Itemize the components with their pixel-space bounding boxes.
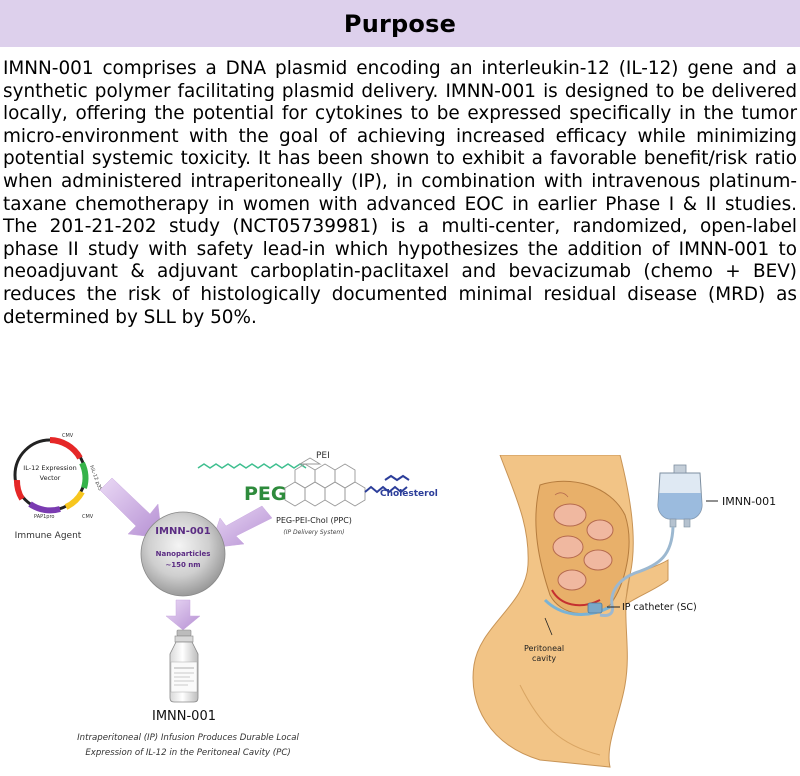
- arrow-np-to-vial: [165, 599, 201, 631]
- catheter-label: IP catheter (SC): [622, 602, 697, 613]
- nanoparticle-title: IMNN-001: [155, 526, 210, 537]
- plasmid-label-cmv-1: CMV: [62, 433, 74, 439]
- iv-tubing: [599, 526, 675, 617]
- ppc-polymer: PEI PEG Cholesterol PEG-PEI-Chol (PPC) (…: [197, 451, 438, 536]
- purpose-header: Purpose: [0, 0, 800, 47]
- nanoparticle-line1: Nanoparticles: [156, 550, 211, 558]
- caption-line2: Expression of IL-12 in the Peritoneal Ca…: [85, 748, 290, 758]
- imnn-vial: [169, 629, 199, 703]
- ppc-label: PEG-PEI-Chol (PPC): [276, 516, 352, 525]
- cavity-label-line1: Peritoneal: [524, 644, 564, 653]
- plasmid-vector: IL-12 Expression Vector CMV hIL-12 p35 C…: [13, 433, 103, 520]
- cavity-label-line2: cavity: [532, 654, 556, 663]
- vial-label: IMNN-001: [152, 709, 216, 724]
- plasmid-label-il12: hIL-12 p35: [88, 465, 103, 492]
- anatomy-illustration: IMNN-001 IP catheter (SC) Peritoneal cav…: [472, 454, 776, 768]
- bag-label: IMNN-001: [722, 495, 776, 508]
- composition-diagram: IL-12 Expression Vector CMV hIL-12 p35 C…: [13, 433, 438, 758]
- purpose-paragraph: IMNN-001 comprises a DNA plasmid encodin…: [3, 58, 797, 328]
- pei-label: PEI: [316, 451, 330, 461]
- plasmid-label-cmv-2: CMV: [82, 514, 94, 520]
- nanoparticle-line2: ~150 nm: [165, 561, 200, 569]
- internal-organs: [535, 480, 630, 616]
- caption-line1: Intraperitoneal (IP) Infusion Produces D…: [77, 733, 299, 743]
- arrow-ppc-to-np: [209, 505, 273, 549]
- ip-infusion-figure: IMNN-001 IP catheter (SC) Peritoneal cav…: [460, 454, 800, 772]
- section-title: Purpose: [343, 9, 457, 38]
- catheter-port: [587, 602, 603, 614]
- immune-agent-label: Immune Agent: [15, 531, 82, 541]
- plasmid-title-line1: IL-12 Expression: [23, 464, 76, 472]
- plasmid-label-pap: PAP1pro: [34, 514, 55, 520]
- peg-label: PEG: [244, 483, 287, 505]
- nanoparticle: IMNN-001 Nanoparticles ~150 nm: [140, 511, 226, 597]
- iv-bag: [657, 464, 703, 528]
- ppc-sublabel: (IP Delivery System): [283, 529, 344, 536]
- plasmid-title-line2: Vector: [40, 474, 61, 482]
- imnn-composition-figure: IL-12 Expression Vector CMV hIL-12 p35 C…: [0, 430, 460, 772]
- cholesterol-label: Cholesterol: [380, 489, 438, 499]
